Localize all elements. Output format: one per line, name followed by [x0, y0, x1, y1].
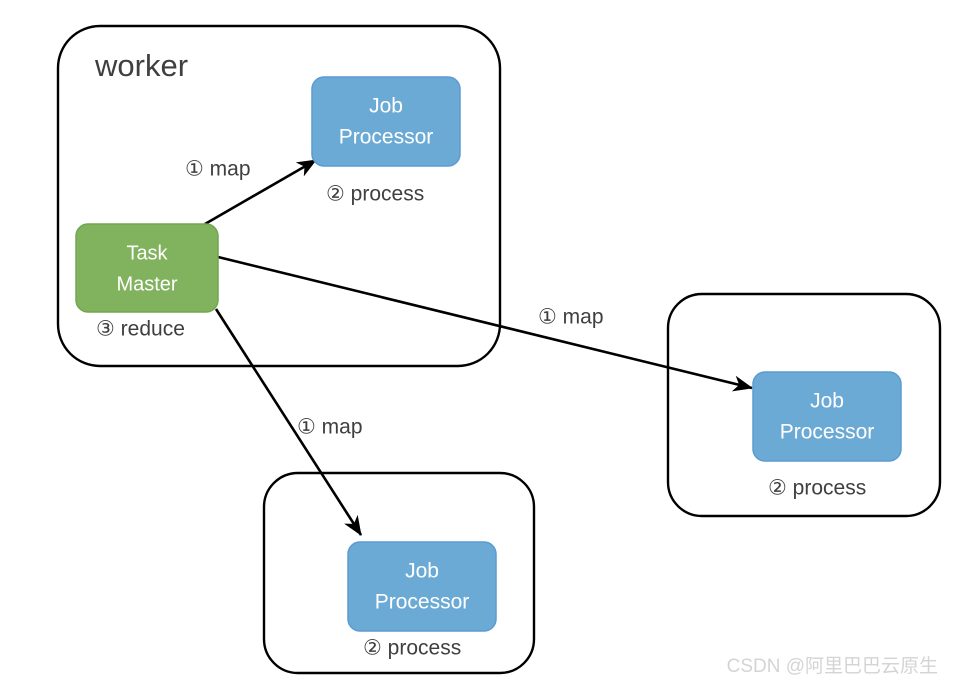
node-job-processor-top-line1: Job [369, 95, 403, 118]
node-job-processor-right[interactable] [752, 371, 902, 462]
edge-map-top [204, 158, 317, 226]
step-label-process-top: ② process [326, 183, 424, 206]
edge-label-map-bottom: ① map [297, 416, 363, 439]
node-job-processor-right-line1: Job [810, 390, 844, 413]
node-job-processor-bottom-line1: Job [405, 560, 439, 583]
node-job-processor-right-line2: Processor [780, 421, 875, 444]
step-label-process-right: ② process [768, 477, 866, 500]
csdn-watermark: CSDN @阿里巴巴云原生 [727, 655, 938, 677]
edge-label-map-top: ① map [185, 158, 251, 181]
step-label-process-bottom: ② process [363, 637, 461, 660]
group-title-worker: worker [94, 48, 188, 83]
node-task-master-line1: Task [126, 242, 168, 264]
node-task-master[interactable] [75, 223, 219, 313]
node-job-processor-top-line2: Processor [339, 126, 434, 149]
step-label-reduce: ③ reduce [96, 318, 185, 341]
node-job-processor-top[interactable] [311, 76, 461, 167]
node-job-processor-bottom-line2: Processor [375, 591, 470, 614]
edge-map-right [213, 254, 754, 392]
node-job-processor-bottom[interactable] [347, 541, 497, 632]
node-task-master-line2: Master [116, 273, 177, 295]
edge-label-map-right: ① map [538, 306, 604, 329]
edge-map-bottom [214, 308, 363, 536]
